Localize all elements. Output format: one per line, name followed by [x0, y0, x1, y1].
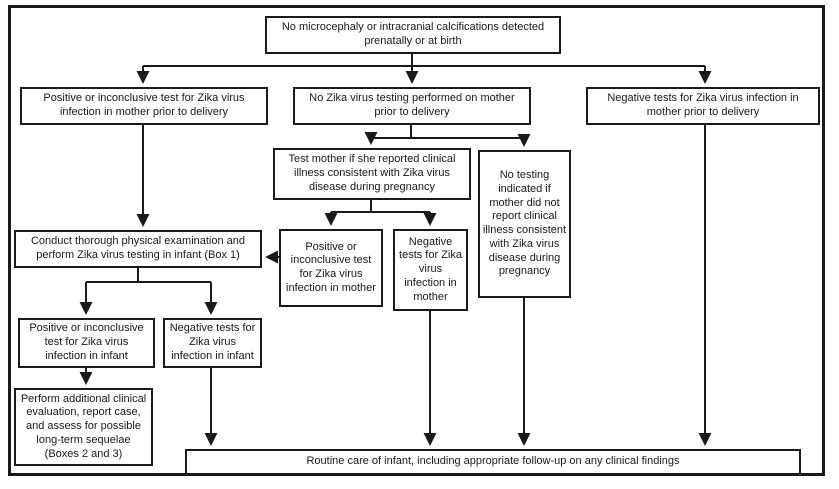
node-no-testing-indicated: No testing indicated if mother did not r…: [478, 150, 571, 298]
node-no-testing-performed: No Zika virus testing performed on mothe…: [293, 87, 531, 125]
node-positive-mother-predelivery: Positive or inconclusive test for Zika v…: [20, 87, 268, 125]
node-routine-care: Routine care of infant, including approp…: [185, 449, 801, 475]
node-perform-additional: Perform additional clinical evaluation, …: [14, 388, 153, 466]
node-test-mother-if-illness: Test mother if she reported clinical ill…: [273, 148, 471, 200]
node-positive-mother: Positive or inconclusive test for Zika v…: [279, 229, 383, 307]
node-negative-infant: Negative tests for Zika virus infection …: [163, 318, 262, 368]
node-positive-infant: Positive or inconclusive test for Zika v…: [18, 318, 155, 368]
node-no-microcephaly: No microcephaly or intracranial calcific…: [265, 16, 561, 54]
node-conduct-exam-infant: Conduct thorough physical examination an…: [14, 230, 262, 268]
node-negative-mother: Negative tests for Zika virus infection …: [393, 229, 468, 311]
node-negative-mother-predelivery: Negative tests for Zika virus infection …: [586, 87, 820, 125]
